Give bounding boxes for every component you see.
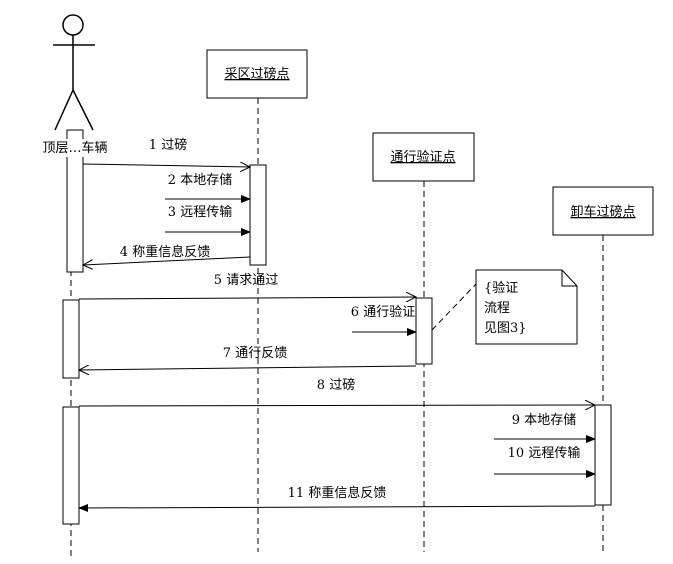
message-arrow-1 bbox=[82, 164, 250, 167]
actor-figure bbox=[53, 14, 95, 131]
actor-left-leg bbox=[54, 89, 74, 131]
actor-label: 顶层…车辆 bbox=[42, 140, 107, 156]
actor-head bbox=[62, 14, 84, 36]
actor-label-bg bbox=[34, 139, 118, 157]
participant-box bbox=[372, 132, 475, 182]
message-label-10: 10 远程传输 bbox=[508, 445, 581, 461]
actor-right-leg bbox=[72, 89, 94, 131]
note-connector bbox=[431, 283, 477, 331]
participant-label: 卸车过磅点 bbox=[570, 204, 635, 220]
actor-label-group: 顶层…车辆 bbox=[34, 139, 118, 157]
message-arrow-5 bbox=[78, 297, 416, 299]
message-arrow-4 bbox=[83, 256, 251, 265]
activation-xieche bbox=[594, 404, 612, 506]
note-shape bbox=[475, 269, 578, 345]
note-fold bbox=[561, 270, 577, 287]
message-label-6: 6 通行验证 bbox=[351, 304, 415, 320]
message-arrow-11 bbox=[78, 503, 596, 512]
participant-tongxing: 通行验证点 bbox=[372, 132, 475, 182]
message-label-7: 7 通行反馈 bbox=[223, 346, 287, 361]
note-line-3: 见图3} bbox=[484, 321, 527, 336]
message-label-8: 8 过磅 bbox=[317, 377, 355, 393]
activation-actor-3 bbox=[62, 406, 80, 525]
message-label-3: 3 远程传输 bbox=[168, 204, 232, 220]
participant-caiqu: 采区过磅点 bbox=[206, 49, 308, 99]
participant-xieche: 卸车过磅点 bbox=[552, 186, 654, 236]
activation-caiqu bbox=[249, 164, 267, 266]
note-line-2: 流程 bbox=[484, 301, 510, 316]
message-arrow-8 bbox=[78, 405, 595, 406]
note: {验证 流程 见图3} bbox=[475, 269, 578, 345]
activation-actor-1 bbox=[66, 129, 84, 273]
message-label-11: 11 称重信息反馈 bbox=[288, 485, 387, 501]
note-line-1: {验证 bbox=[484, 280, 518, 296]
participant-label: 采区过磅点 bbox=[224, 66, 289, 82]
message-label-4: 4 称重信息反馈 bbox=[120, 244, 210, 260]
participant-label: 通行验证点 bbox=[390, 149, 455, 165]
participant-box bbox=[552, 186, 654, 236]
message-arrow-7 bbox=[79, 366, 417, 370]
participant-box bbox=[206, 49, 308, 99]
activation-actor-2 bbox=[62, 299, 80, 379]
message-label-9: 9 本地存储 bbox=[512, 413, 576, 428]
message-label-5: 5 请求通过 bbox=[214, 273, 278, 288]
message-label-1: 1 过磅 bbox=[149, 137, 187, 153]
activation-tongxing bbox=[415, 297, 433, 365]
message-label-2: 2 本地存储 bbox=[168, 173, 232, 188]
